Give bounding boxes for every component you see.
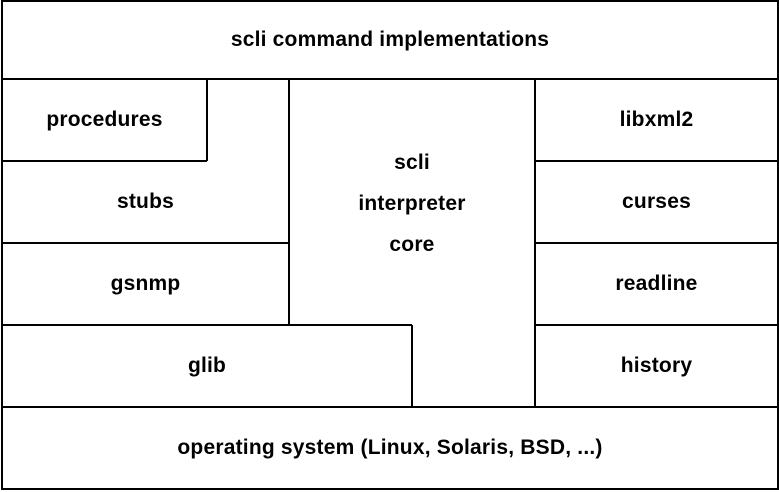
box-libxml2: libxml2 bbox=[619, 108, 694, 131]
box-scli-interpreter-core: scli interpreter core bbox=[289, 79, 535, 325]
box-curses: curses bbox=[622, 190, 691, 213]
box-history: history bbox=[620, 354, 693, 377]
core-label-line1: scli bbox=[394, 151, 430, 174]
box-glib: glib bbox=[187, 354, 227, 377]
box-operating-system: operating system (Linux, Solaris, BSD, .… bbox=[177, 436, 603, 459]
core-label-line3: core bbox=[389, 233, 435, 256]
box-stubs: stubs bbox=[116, 190, 174, 213]
box-scli-command-implementations: scli command implementations bbox=[230, 28, 550, 51]
core-label-line2: interpreter bbox=[358, 192, 466, 215]
box-readline: readline bbox=[615, 272, 698, 295]
box-procedures: procedures bbox=[46, 108, 163, 131]
box-gsnmp: gsnmp bbox=[110, 272, 181, 295]
